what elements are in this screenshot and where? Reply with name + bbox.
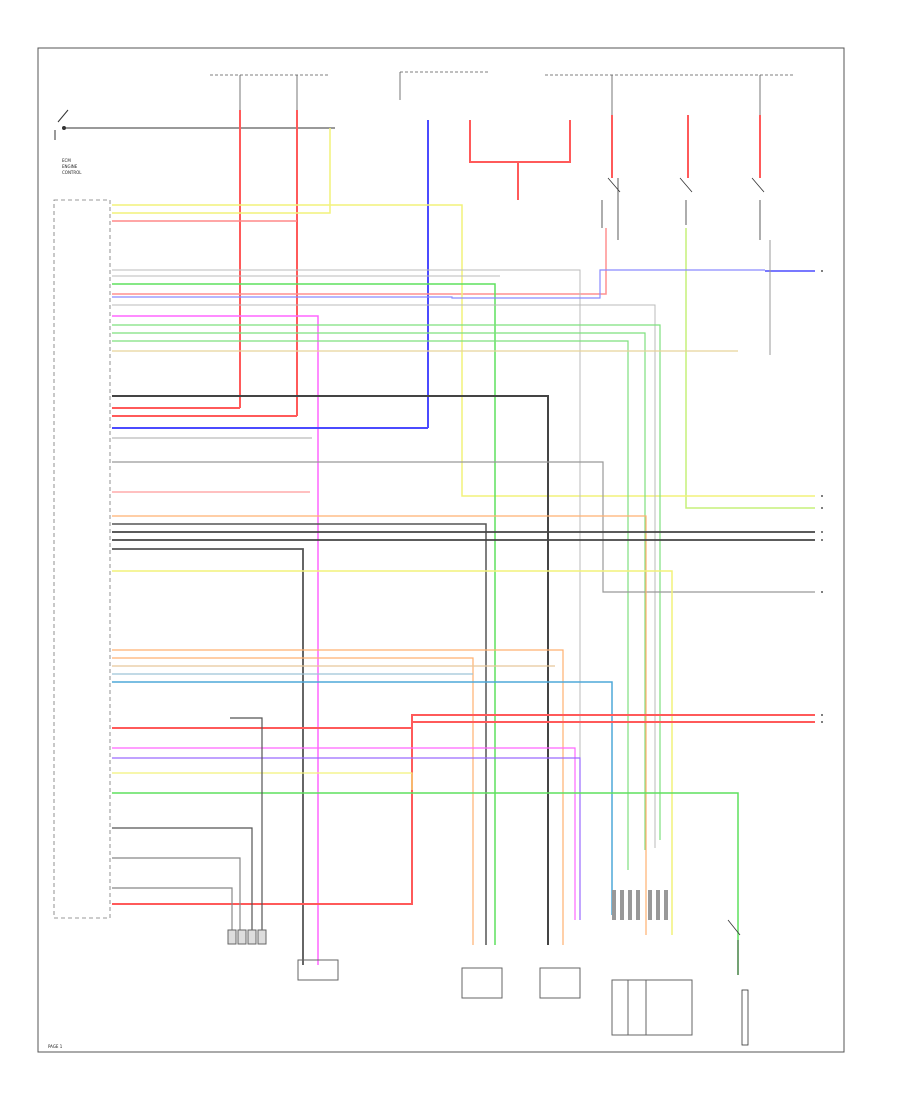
relay-switch-1 — [601, 177, 621, 240]
ecm-module-outline — [53, 199, 111, 919]
wire-gray-7 — [112, 887, 233, 940]
wire-gray-1 — [112, 269, 581, 780]
wire-purple-2 — [112, 757, 581, 920]
wire-dark-2 — [112, 523, 487, 945]
sensor-bottom-mid-3 — [539, 967, 581, 999]
wire-yellow-4 — [112, 772, 413, 790]
wire-gray-3 — [112, 304, 656, 848]
wire-green-2 — [112, 324, 661, 840]
fuse-block-top-left — [210, 74, 330, 110]
right-edge-markers — [821, 270, 823, 723]
wire-green-5 — [112, 792, 739, 975]
connector-bottom-left — [227, 929, 267, 945]
page-code: PAGE 1 — [48, 1044, 63, 1049]
wire-green-1 — [112, 283, 496, 945]
wire-dark-5 — [112, 548, 304, 965]
ground-switch-symbol — [54, 109, 110, 140]
connector-pins-right — [612, 890, 668, 920]
wire-green-4 — [112, 340, 629, 870]
wire-yellow-2 — [112, 128, 331, 214]
wire-dark-7 — [230, 717, 263, 940]
wire-blue-purple — [112, 269, 765, 299]
wire-red-relay-out — [112, 228, 607, 295]
relay-switch-3 — [751, 177, 765, 240]
sensor-bottom-mid-2 — [461, 967, 503, 999]
connector-bottom-right — [611, 979, 693, 1036]
wire-orange-1 — [112, 515, 647, 935]
wire-black-1 — [112, 395, 549, 945]
wire-magenta-1 — [112, 315, 319, 965]
wire-gray-6 — [112, 857, 241, 940]
svg-text:ECM: ECM — [62, 158, 71, 163]
wire-green-3 — [112, 332, 646, 850]
svg-text:ENGINE: ENGINE — [62, 164, 78, 169]
fuse-block-top-right — [399, 71, 795, 115]
switch-bottom-right — [727, 919, 749, 1046]
svg-text:CONTROL: CONTROL — [62, 170, 82, 175]
wire-dark-6 — [112, 827, 253, 940]
wire-magenta-2 — [112, 747, 576, 920]
relay-switch-2 — [679, 177, 693, 225]
wire-red-loop — [469, 120, 571, 163]
ecm-pin-labels: ECM ENGINE CONTROL — [62, 158, 82, 175]
wire-lime-relay2 — [685, 228, 815, 509]
wire-red-lower-2 — [112, 721, 815, 905]
diagram-frame — [37, 47, 845, 1053]
wire-orange-2 — [112, 649, 564, 945]
wire-yellow-3 — [112, 570, 673, 935]
sensor-bottom-mid-1 — [297, 959, 339, 981]
wire-orange-3 — [112, 657, 474, 945]
wire-gray-5 — [112, 461, 815, 593]
wire-lightblue-1 — [112, 681, 613, 915]
